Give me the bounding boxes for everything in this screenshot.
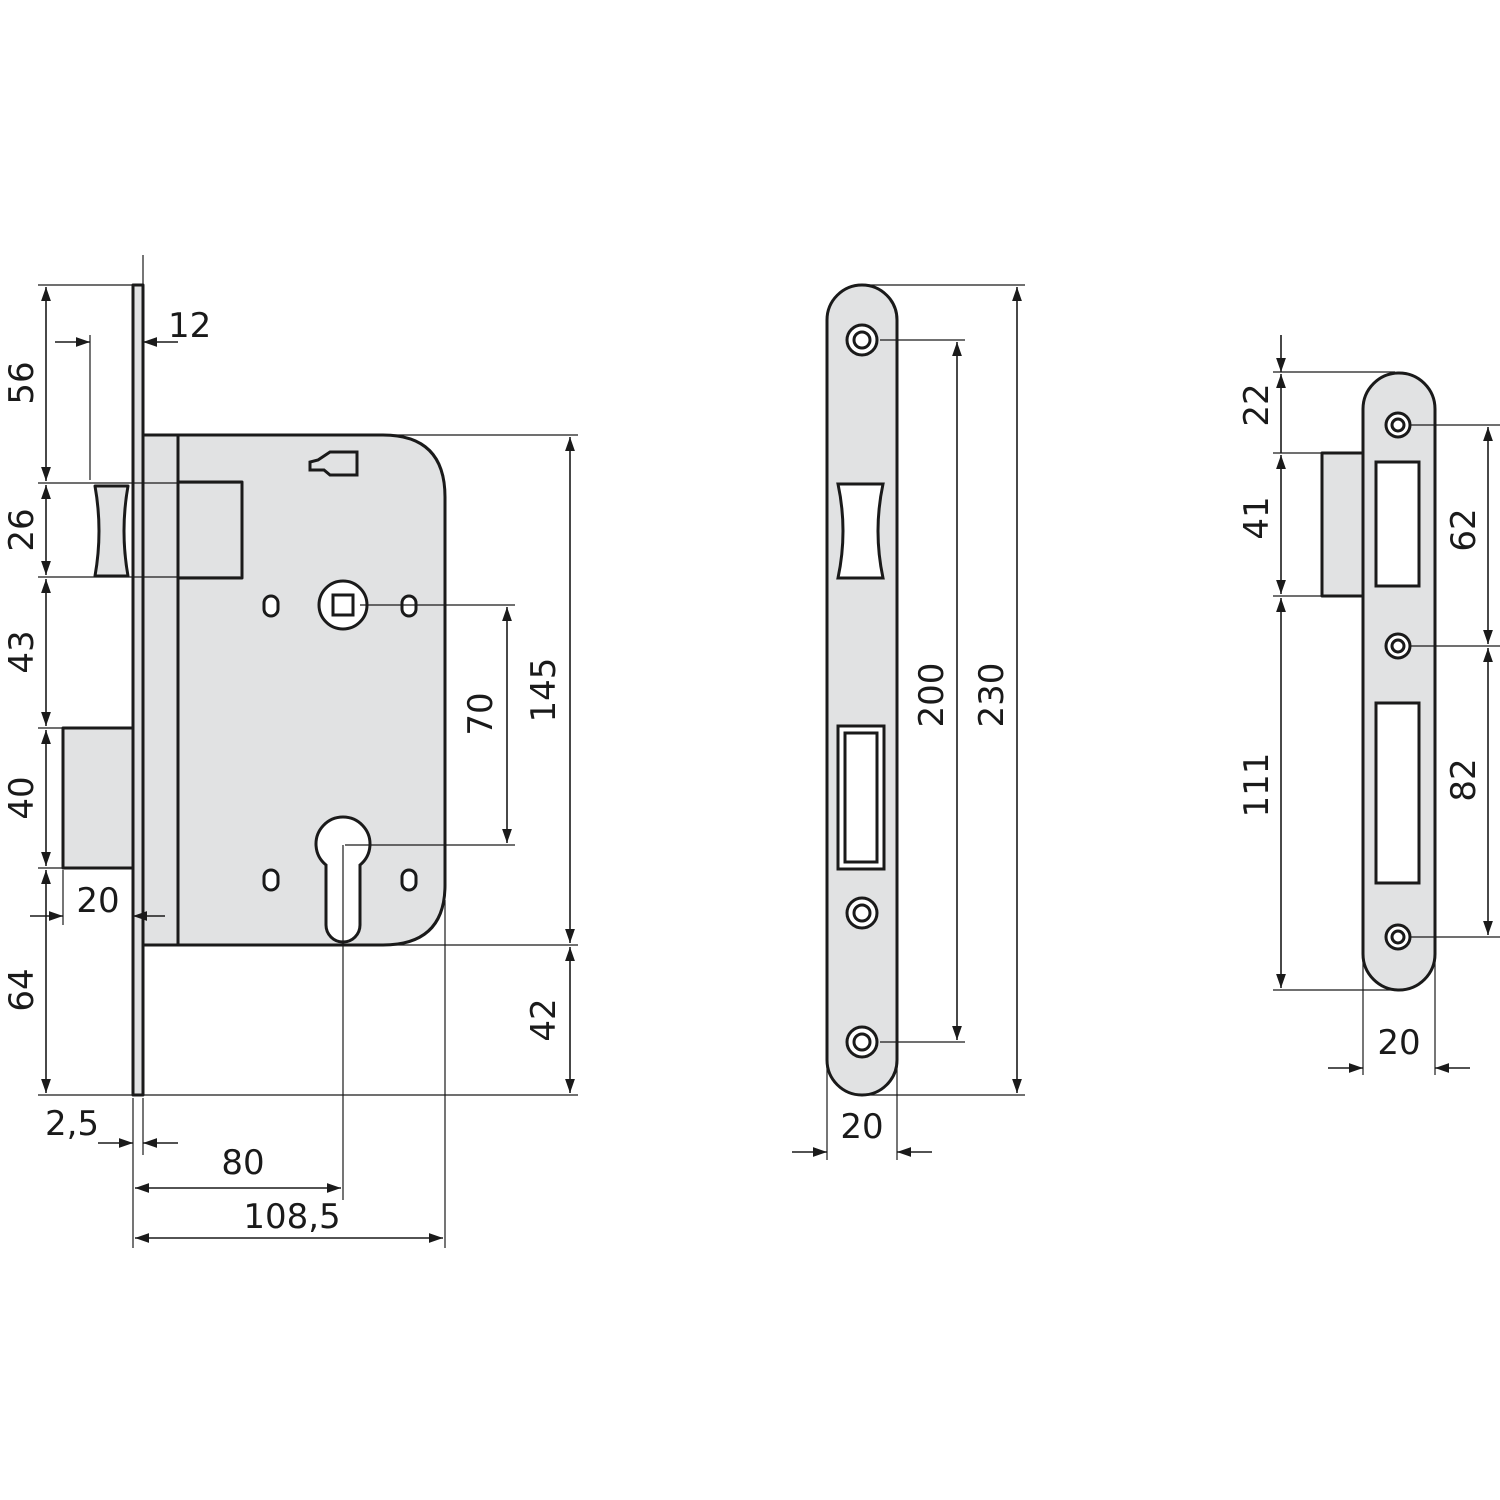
- dim-label-145: 145: [524, 658, 564, 723]
- dim-label-2-5: 2,5: [45, 1104, 99, 1144]
- faceplate-extension-lines: [826, 284, 1025, 1160]
- dim-label-108-5: 108,5: [243, 1197, 340, 1237]
- strike-plate-view: 22 41 111 62 82 20: [1237, 335, 1500, 1075]
- dim-label-42: 42: [524, 998, 564, 1041]
- deadbolt-opening-inner: [843, 731, 879, 864]
- dim-label-56: 56: [2, 361, 42, 404]
- dim-label-41: 41: [1237, 496, 1277, 539]
- follower-square: [331, 593, 355, 617]
- latch-housing: [176, 480, 244, 580]
- dim-label-230: 230: [972, 663, 1012, 728]
- faceplate-screw-bottom: [845, 1025, 879, 1059]
- dim-label-20-faceplate: 20: [840, 1107, 883, 1147]
- dim-label-20-strike: 20: [1377, 1023, 1420, 1063]
- strike-latch-opening: [1374, 460, 1421, 588]
- dim-label-20-deadbolt: 20: [76, 881, 119, 921]
- strike-screw-top: [1384, 411, 1412, 439]
- faceplate-dimension-lines: [792, 287, 1022, 1157]
- fixing-slot-upper-left: [262, 594, 280, 618]
- strike-box: [1320, 451, 1368, 598]
- fixing-slot-lower-left: [262, 868, 280, 892]
- dim-label-80: 80: [221, 1143, 264, 1183]
- dim-label-12: 12: [168, 306, 211, 346]
- dim-label-22: 22: [1237, 383, 1277, 426]
- strike-screw-middle: [1384, 632, 1412, 660]
- dim-label-43: 43: [2, 630, 42, 673]
- dim-label-111: 111: [1237, 753, 1277, 818]
- lock-body-extension-lines: [38, 255, 578, 1248]
- key-tab: [308, 450, 359, 477]
- dim-label-62: 62: [1444, 508, 1484, 551]
- strike-screw-bottom: [1384, 923, 1412, 951]
- dim-label-200: 200: [912, 663, 952, 728]
- fixing-slot-upper-right: [400, 594, 418, 618]
- dim-label-82: 82: [1444, 758, 1484, 801]
- strike-deadbolt-opening: [1374, 701, 1421, 885]
- dim-label-70: 70: [461, 692, 501, 735]
- faceplate: [825, 283, 899, 1097]
- faceplate-screw-top: [845, 323, 879, 357]
- lock-body-view: 12 56 26 43 40 20 64 70 145 42 2,5 80 10…: [2, 255, 578, 1248]
- latch-opening: [836, 482, 885, 580]
- dim-label-64: 64: [2, 968, 42, 1011]
- faceplate-view: 200 230 20: [792, 283, 1025, 1160]
- fixing-slot-lower-right: [400, 868, 418, 892]
- dim-label-26: 26: [2, 508, 42, 551]
- dim-label-40: 40: [2, 776, 42, 819]
- latch-bolt: [93, 484, 130, 578]
- dead-bolt: [61, 726, 135, 870]
- lock-body-dimension-lines: [30, 287, 575, 1243]
- faceplate-screw-middle: [845, 896, 879, 930]
- strike-extension-lines: [1273, 371, 1500, 1075]
- strike-dimension-lines: [1276, 335, 1493, 1073]
